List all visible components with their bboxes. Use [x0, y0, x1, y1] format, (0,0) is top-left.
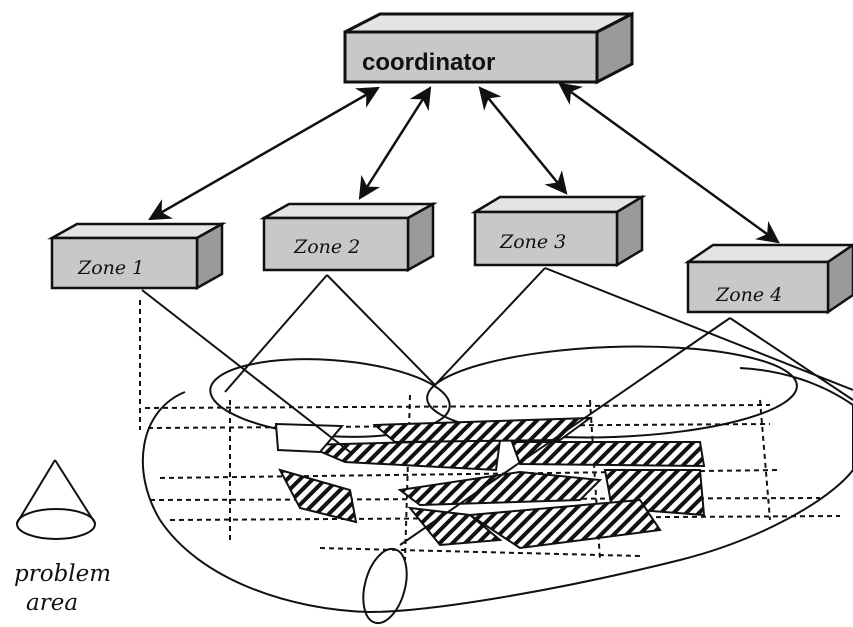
cone-icon	[16, 459, 96, 540]
hatched-region	[304, 438, 502, 472]
hatched-region	[467, 498, 662, 550]
coordinator-arrows	[148, 82, 780, 244]
coordinator-label: coordinator	[362, 49, 495, 76]
hatched-region	[372, 416, 594, 444]
projection-zone-4a	[399, 317, 731, 546]
arrow-zone-1	[148, 86, 380, 221]
legend-area-label: area	[26, 590, 78, 616]
zone-box-3: Zone 3	[470, 194, 647, 268]
dashed-line-lower	[319, 547, 641, 557]
projection-zone-3b	[544, 267, 853, 391]
hatched-region	[510, 441, 706, 468]
zone-2-label: Zone 2	[293, 236, 360, 258]
projection-zone-3a	[434, 267, 546, 386]
arrow-zone-4	[558, 82, 780, 244]
dashed-line-mid	[147, 423, 771, 429]
dashed-line-top	[144, 404, 771, 409]
hatched-region	[407, 506, 503, 547]
coverage-loop	[362, 547, 408, 625]
projection-zone-4b	[729, 317, 853, 401]
problem-area-legend: problem area	[14, 459, 111, 616]
zone-box-2: Zone 2	[259, 201, 438, 273]
coordinator-box: coordinator	[343, 11, 634, 85]
projection-zone-2a	[224, 274, 328, 393]
dashed-v4	[759, 399, 771, 521]
coverage-oval-zone-3	[426, 345, 798, 439]
legend-problem-label: problem	[14, 561, 111, 587]
hatched-regions	[274, 416, 706, 550]
zone-1-label: Zone 1	[77, 257, 144, 279]
coverage-oval-zone-4	[141, 367, 853, 614]
zone-box-4: Zone 4	[683, 243, 853, 315]
white-region	[274, 422, 345, 454]
arrow-zone-2	[358, 86, 432, 200]
zone-3-label: Zone 3	[499, 231, 566, 253]
hatched-region	[278, 468, 358, 524]
dashed-v2	[404, 394, 411, 561]
zone-4-label: Zone 4	[715, 284, 782, 306]
projection-zone-1	[141, 289, 351, 453]
arrow-zone-3	[478, 86, 568, 195]
projection-lines	[141, 267, 853, 546]
projection-zone-2b	[326, 274, 436, 386]
zone-box-1: Zone 1	[47, 221, 227, 291]
